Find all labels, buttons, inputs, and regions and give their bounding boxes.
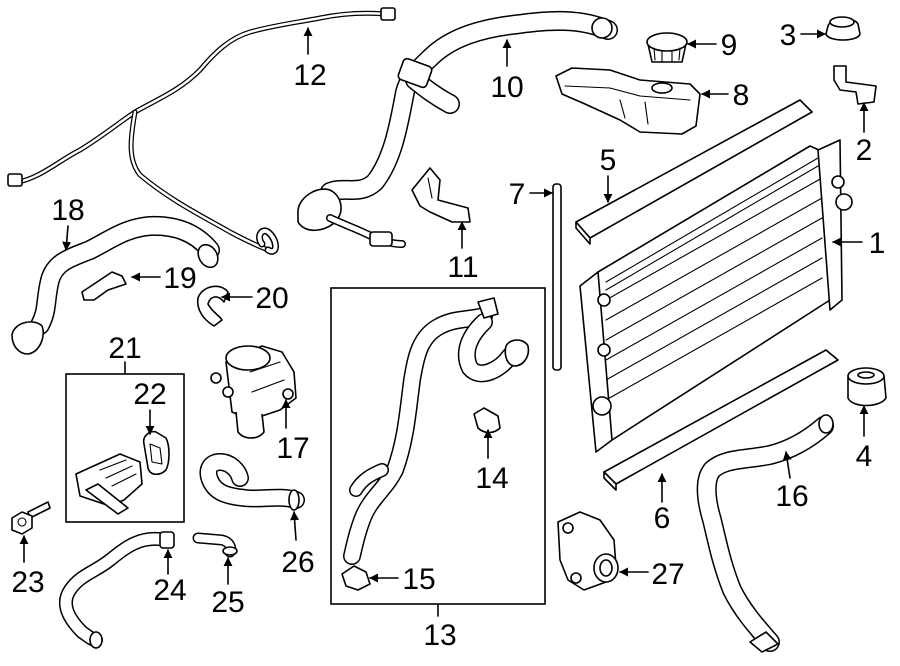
callout-27: 27: [651, 558, 684, 591]
part-12-harness: [7, 7, 396, 255]
part-4-mount: [847, 367, 887, 407]
part-1-radiator: [579, 139, 853, 453]
arrow-18: [62, 225, 72, 251]
leader-arrows: [19, 27, 869, 617]
callout-14: 14: [475, 462, 508, 495]
callout-11: 11: [447, 251, 478, 284]
callout-12: 12: [293, 59, 326, 92]
callout-8: 8: [733, 79, 750, 112]
callout-17: 17: [276, 432, 309, 465]
callout-2: 2: [856, 134, 873, 167]
callout-5: 5: [600, 144, 617, 177]
part-22-gasket: [142, 430, 170, 476]
part-17-pump: [210, 345, 297, 439]
callout-1: 1: [869, 227, 886, 260]
callout-26: 26: [281, 546, 314, 579]
callout-7: 7: [509, 178, 526, 211]
part-16-hose: [696, 414, 834, 653]
callout-6: 6: [654, 502, 671, 535]
part-13-hose: [343, 297, 530, 565]
part-9-cap: [646, 32, 688, 63]
part-6-seal: [603, 349, 839, 491]
callout-20: 20: [255, 282, 288, 315]
callout-3: 3: [780, 19, 797, 52]
callout-23: 23: [11, 566, 44, 599]
part-20-clamp: [196, 285, 229, 327]
part-10-hose: [297, 10, 618, 248]
callout-24: 24: [153, 574, 186, 607]
callout-4: 4: [856, 440, 873, 473]
callout-13: 13: [423, 619, 456, 652]
part-24-hose: [58, 531, 175, 649]
part-26-hose: [199, 453, 305, 511]
part-11-bracket: [411, 167, 471, 223]
part-8-reservoir: [555, 67, 701, 135]
callout-16: 16: [775, 480, 808, 513]
callout-15: 15: [402, 563, 435, 596]
part-27-housing: [557, 511, 619, 591]
callout-10: 10: [490, 71, 523, 104]
callout-9: 9: [721, 29, 738, 62]
part-2-bracket: [833, 65, 877, 105]
callout-19: 19: [163, 262, 196, 295]
callout-21: 21: [108, 332, 141, 365]
part-19-bracket: [81, 271, 127, 301]
callout-18: 18: [51, 194, 84, 227]
part-18-hose: [11, 215, 220, 355]
arrow-16: [782, 451, 792, 479]
callout-22: 22: [133, 378, 166, 411]
part-23-bolt: [11, 501, 51, 535]
part-5-seal: [575, 99, 813, 245]
part-7-seal: [552, 183, 562, 371]
callout-25: 25: [211, 586, 244, 619]
part-21-module: [75, 453, 143, 515]
part-15-clip: [341, 565, 371, 591]
part-3-grommet: [825, 16, 861, 41]
part-25-tube: [192, 532, 238, 558]
callout-labels: 1 2 3 4 5 6 7 8 9 10 11 12 13 14 15 16 1…: [11, 19, 885, 652]
arrow-26: [290, 511, 300, 541]
part-14-clip: [473, 407, 501, 434]
